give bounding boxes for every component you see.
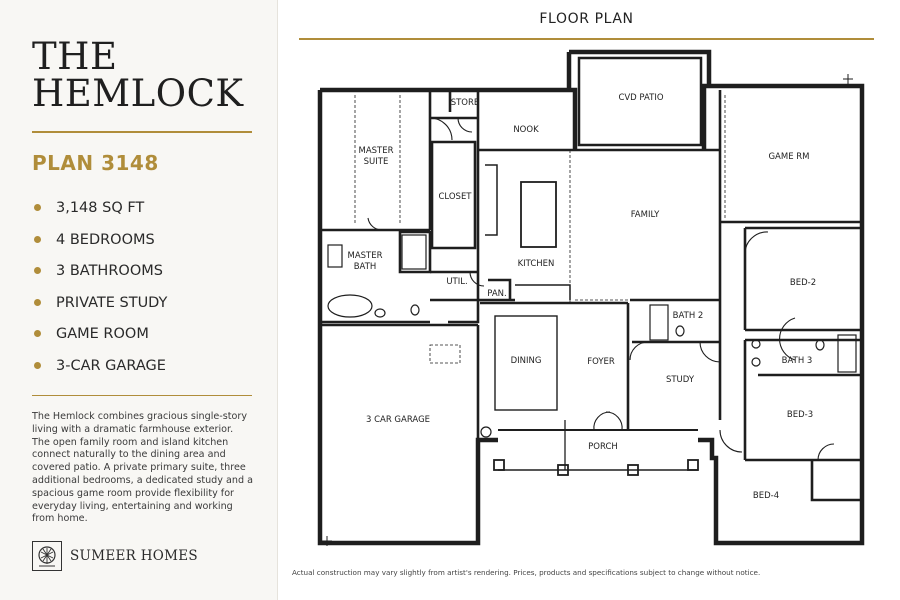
room-label-study: STUDY <box>666 375 695 385</box>
registration-marks <box>322 74 853 546</box>
plan-title-line-2: HEMLOCK <box>32 72 244 115</box>
feature-item-garage: 3-CAR GARAGE <box>32 355 262 387</box>
feature-item-bedrooms: 4 BEDROOMS <box>32 229 262 261</box>
room-label-cvd-patio: CVD PATIO <box>618 93 663 103</box>
bullet-icon <box>34 298 41 306</box>
feature-item-sqft: 3,148 SQ FT <box>32 197 262 229</box>
description-divider <box>32 395 252 396</box>
feature-item-bathrooms: 3 BATHROOMS <box>32 260 262 292</box>
room-label-store: STORE <box>451 98 480 108</box>
exterior-walls <box>317 49 865 546</box>
room-label-dining: DINING <box>511 356 542 366</box>
room-label-game-rm: GAME RM <box>768 152 809 162</box>
feature-text: 4 BEDROOMS <box>56 231 155 248</box>
sumeer-homes-logo-icon <box>32 541 62 571</box>
room-label-pan: PAN. <box>487 289 506 299</box>
disclaimer-text: Actual construction may vary slightly fr… <box>292 568 761 577</box>
plan-description: The Hemlock combines gracious single-sto… <box>32 411 253 525</box>
feature-text: 3,148 SQ FT <box>56 200 145 216</box>
brand-block: SUMEER HOMES <box>32 541 198 571</box>
room-label-util: UTIL. <box>446 277 467 287</box>
floor-plan-heading-rule <box>299 38 874 40</box>
feature-text: 3 BATHROOMS <box>56 263 163 280</box>
room-label-porch: PORCH <box>588 442 618 452</box>
room-label-master-bath-2: BATH <box>354 262 377 272</box>
bullet-icon <box>34 267 41 275</box>
plan-title: THE HEMLOCK <box>32 38 262 112</box>
plan-title-line-1: THE <box>32 35 118 78</box>
window-lines <box>354 95 726 364</box>
room-label-garage: 3 CAR GARAGE <box>366 415 430 425</box>
room-label-closet: CLOSET <box>438 192 472 202</box>
room-label-bed-4: BED-4 <box>753 491 779 501</box>
floor-plan-heading: FLOOR PLAN <box>539 11 634 27</box>
bullet-icon <box>34 361 41 369</box>
porch-columns <box>493 459 699 476</box>
room-label-kitchen: KITCHEN <box>518 259 555 269</box>
bullet-icon <box>34 235 41 243</box>
feature-text: 3-CAR GARAGE <box>56 357 166 374</box>
room-label-foyer: FOYER <box>587 357 615 367</box>
room-label-bath-2: BATH 2 <box>673 311 704 321</box>
bullet-icon <box>34 204 41 211</box>
plan-number: PLAN 3148 <box>32 151 159 175</box>
room-labels: STORE NOOK CVD PATIO GAME RM MASTER SUIT… <box>347 93 816 501</box>
brand-name: SUMEER HOMES <box>70 548 198 564</box>
room-label-master-bath-1: MASTER <box>347 251 382 261</box>
room-label-bed-3: BED-3 <box>787 410 813 420</box>
room-label-master-suite-2: SUITE <box>364 157 389 167</box>
door-swings <box>367 117 835 461</box>
room-label-family: FAMILY <box>631 210 660 220</box>
feature-item-game-room: GAME ROOM <box>32 323 262 355</box>
room-label-bath-3: BATH 3 <box>782 356 813 366</box>
room-label-nook: NOOK <box>513 125 539 135</box>
feature-list: 3,148 SQ FT 4 BEDROOMS 3 BATHROOMS PRIVA… <box>32 197 262 387</box>
info-sidebar: THE HEMLOCK PLAN 3148 3,148 SQ FT 4 BEDR… <box>0 0 278 600</box>
interior-walls <box>320 90 862 502</box>
bath-fixtures <box>327 234 857 438</box>
tree-emblem-icon <box>38 546 56 567</box>
feature-item-study: PRIVATE STUDY <box>32 292 262 324</box>
patio-outline <box>577 56 703 147</box>
room-label-bed-2: BED-2 <box>790 278 816 288</box>
room-label-master-suite-1: MASTER <box>358 146 393 156</box>
feature-text: PRIVATE STUDY <box>56 294 168 311</box>
title-divider <box>32 131 252 133</box>
bullet-icon <box>34 330 41 338</box>
feature-text: GAME ROOM <box>56 326 149 343</box>
